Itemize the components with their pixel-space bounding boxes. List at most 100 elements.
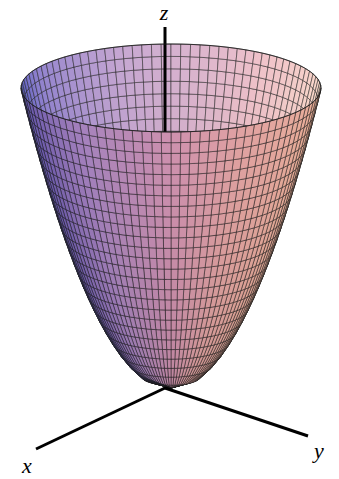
surface-patch [210,214,219,225]
surface-patch [150,269,157,280]
surface-patch [159,310,165,320]
surface-patch [166,330,171,340]
surface-patch [192,258,200,269]
surface-patch [188,119,197,132]
surface-patch [105,47,115,60]
surface-patch [115,59,125,72]
surface-patch [201,226,210,237]
surface-patch [149,248,157,259]
surface-patch [189,289,196,300]
surface-patch [137,195,146,206]
surface-patch [152,289,159,300]
surface-patch [208,151,218,162]
surface-patch [171,132,181,143]
surface-patch [155,227,163,238]
surface-patch [171,153,180,164]
surface-patch [216,150,226,162]
surface-patch [178,258,185,269]
surface-patch [178,269,185,280]
surface-patch [236,49,246,63]
surface-patch [180,153,190,164]
surface-patch [180,94,189,107]
surface-patch [171,69,180,82]
surface-patch [159,300,165,310]
surface-patch [184,279,191,290]
surface-patch [215,83,225,96]
surface-patch [119,108,128,121]
surface-patch [176,310,182,320]
surface-patch [181,44,191,57]
surface-patch [88,50,98,64]
surface-patch [205,183,214,194]
surface-patch [160,320,166,330]
surface-patch [136,107,145,120]
surface-patch [171,119,180,132]
surface-patch [175,340,180,350]
surface-patch [158,279,165,289]
surface-patch [111,109,120,122]
surface-patch [171,238,179,249]
surface-patch [171,143,181,154]
surface-patch [182,310,188,320]
surface-patch [183,289,190,300]
surface-patch [189,94,198,107]
surface-patch [171,340,176,350]
surface-patch [162,185,171,196]
surface-patch [198,257,206,268]
surface-patch [180,106,189,119]
surface-patch [214,96,223,109]
surface-patch [197,173,206,184]
surface-patch [186,227,194,238]
surface-inner [21,44,321,388]
surface-patch [171,81,180,94]
surface-patch [185,258,193,269]
surface-patch [199,141,209,152]
surface-patch [152,69,162,82]
surface-patch [171,310,177,320]
surface-patch [191,268,199,279]
surface-patch [96,49,106,63]
surface-patch [100,85,110,99]
surface-patch [131,215,140,226]
surface-patch [142,247,150,258]
surface-patch [151,44,161,57]
surface-patch [176,330,181,340]
surface-patch [171,196,180,207]
surface-patch [195,216,204,227]
surface-patch [97,61,107,75]
surface-patch [207,83,217,96]
surface-patch [142,142,152,153]
surface-patch [180,142,190,153]
surface-patch [236,126,246,138]
surface-patch [189,163,199,174]
surface-patch [157,269,164,280]
surface-patch [136,184,145,195]
surface-patch [171,290,177,300]
surface-patch [142,131,152,142]
surface-patch [199,152,209,163]
surface-patch [213,182,222,194]
surface-patch [200,131,210,142]
surface-patch [171,279,178,289]
surface-patch [99,73,109,87]
surface-patch [215,161,225,173]
surface-patch [192,247,200,258]
surface-patch [207,162,217,173]
surface-patch [195,205,204,216]
surface-patch [189,153,199,164]
surface-patch [171,377,174,385]
surface-patch [147,227,155,238]
surface-patch [152,142,162,153]
surface-patch [183,299,190,309]
surface-patch [203,204,212,215]
surface-patch [132,45,142,58]
surface-patch [171,269,178,279]
surface-patch [181,132,191,143]
surface-patch [156,248,164,259]
surface-patch [166,340,171,350]
surface-patch [189,82,199,95]
surface-patch [189,69,199,82]
surface-patch [206,95,215,108]
surface-patch [164,279,171,289]
surface-patch [143,69,153,82]
